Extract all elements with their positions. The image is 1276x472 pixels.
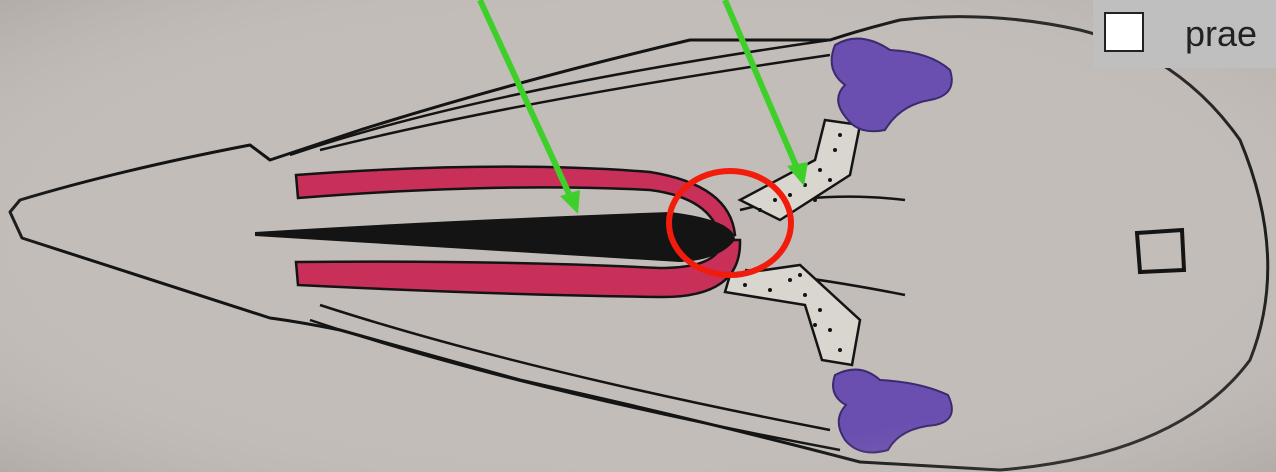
legend-swatch <box>1104 12 1144 52</box>
legend-box: prae <box>1093 0 1276 68</box>
legend-label: prae <box>1185 14 1257 54</box>
